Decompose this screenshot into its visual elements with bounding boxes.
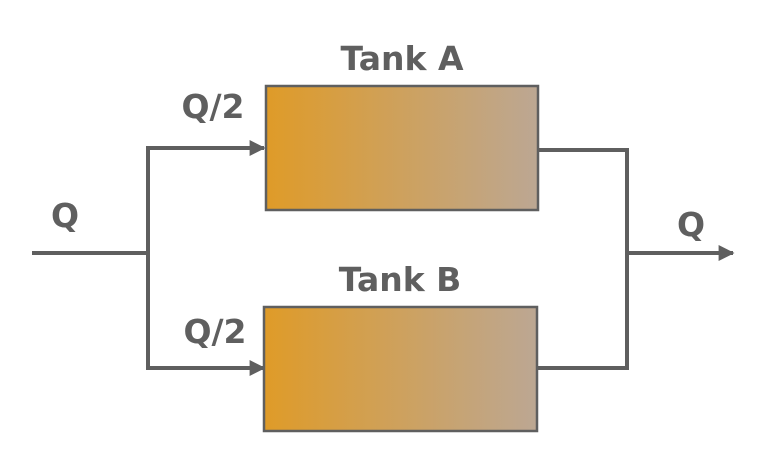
- tank-b: [262, 305, 539, 433]
- tank-a-label: Tank A: [341, 39, 464, 78]
- outlet-flow-label: Q: [677, 205, 705, 244]
- inlet-flow-label: Q: [51, 196, 79, 235]
- branch-a-flow-label: Q/2: [181, 87, 244, 126]
- tank-a: [264, 84, 540, 212]
- branch-b-flow-label: Q/2: [183, 312, 246, 351]
- tank-b-label: Tank B: [339, 260, 462, 299]
